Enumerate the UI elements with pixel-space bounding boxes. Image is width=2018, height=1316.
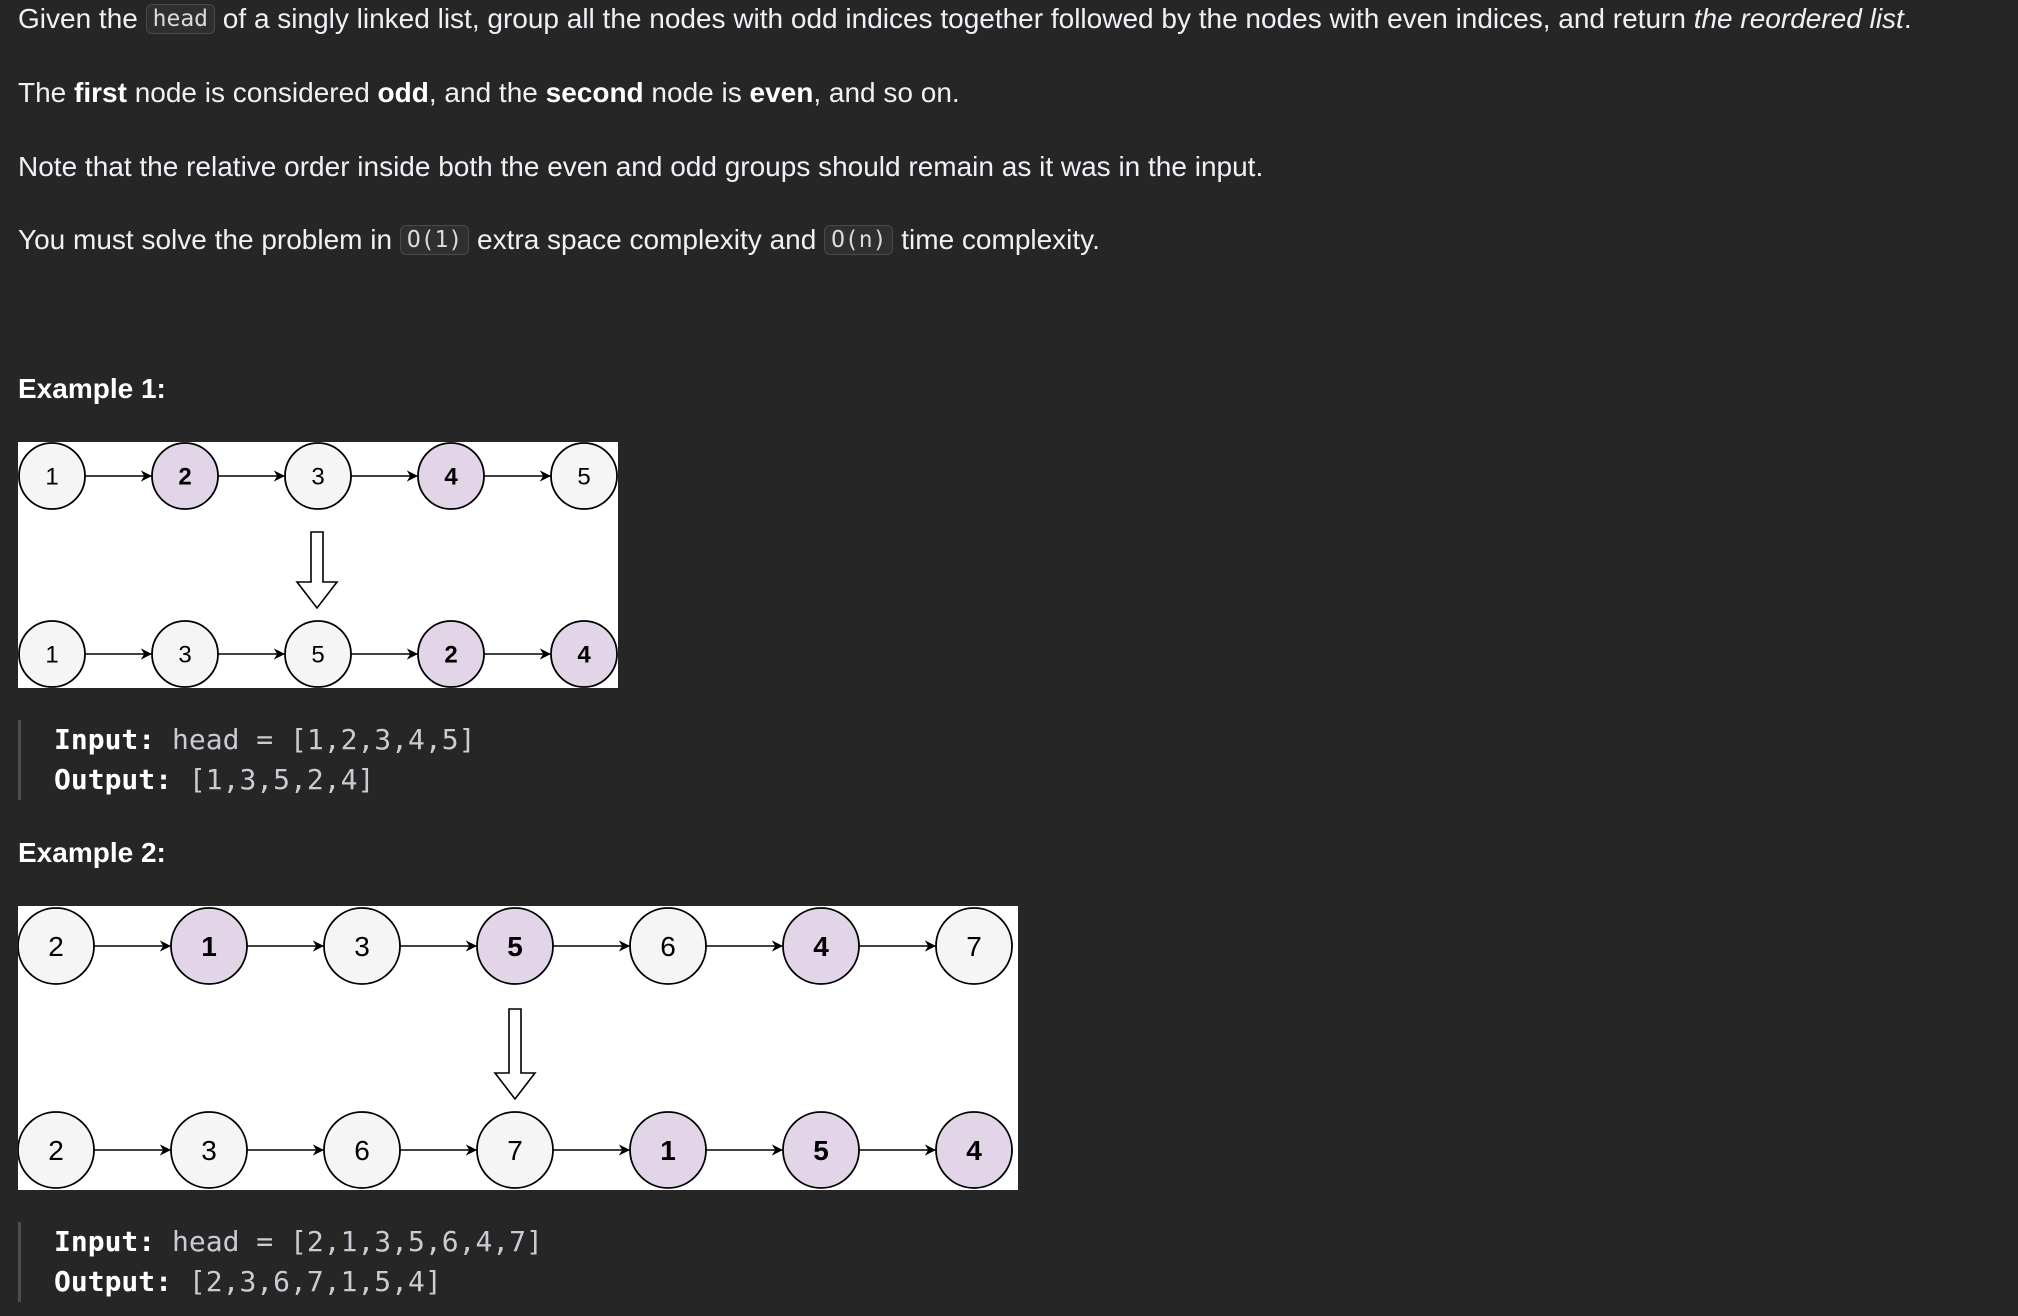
output-list-node: 5 (782, 1111, 860, 1189)
output-list-node: 2 (417, 620, 485, 688)
example-1-io: Input: head = [1,2,3,4,5] Output: [1,3,5… (18, 720, 475, 800)
node-value: 4 (966, 1135, 982, 1166)
output-list-node: 7 (476, 1111, 554, 1189)
input-list-node: 5 (550, 442, 618, 510)
output-list-node: 5 (284, 620, 352, 688)
code-time-complexity: O(n) (824, 225, 894, 255)
node-value: 5 (813, 1135, 829, 1166)
output-list-node: 3 (170, 1111, 248, 1189)
input-list-node: 3 (284, 442, 352, 510)
node-value: 1 (45, 642, 58, 669)
input-list-node: 3 (323, 907, 401, 985)
example-1-title: Example 1: (18, 373, 166, 404)
example-1-diagram: 1 2 3 4 5 1 3 5 2 4 (18, 442, 618, 688)
node-value: 1 (201, 931, 217, 962)
node-value: 2 (178, 464, 191, 491)
input-list-node: 1 (170, 907, 248, 985)
node-value: 2 (48, 1135, 64, 1166)
problem-statement: Given the head of a singly linked list, … (18, 3, 1912, 34)
example-2-io: Input: head = [2,1,3,5,6,4,7] Output: [2… (18, 1222, 543, 1302)
node-value: 4 (444, 464, 458, 491)
example-2-diagram: 2 1 3 5 6 4 7 2 3 6 7 1 5 4 (18, 906, 1018, 1190)
node-value: 3 (311, 464, 324, 491)
node-value: 6 (660, 931, 676, 962)
input-list-node: 1 (18, 442, 86, 510)
transform-arrow-icon (295, 531, 339, 610)
output-list-node: 6 (323, 1111, 401, 1189)
node-value: 7 (966, 931, 982, 962)
input-list-node: 7 (935, 907, 1013, 985)
node-value: 1 (45, 464, 58, 491)
odd-even-definition: The first node is considered odd, and th… (18, 77, 960, 108)
output-list-node: 3 (151, 620, 219, 688)
node-value: 3 (201, 1135, 217, 1166)
node-value: 1 (660, 1135, 676, 1166)
input-list-node: 6 (629, 907, 707, 985)
input-list-node: 4 (417, 442, 485, 510)
node-value: 6 (354, 1135, 370, 1166)
input-list-node: 5 (476, 907, 554, 985)
output-list-node: 1 (629, 1111, 707, 1189)
input-list-node: 4 (782, 907, 860, 985)
example-2-title: Example 2: (18, 837, 166, 868)
input-list-node: 2 (151, 442, 219, 510)
node-value: 2 (444, 642, 457, 669)
node-value: 4 (813, 931, 829, 962)
node-value: 5 (311, 642, 324, 669)
node-value: 5 (577, 464, 590, 491)
node-value: 7 (507, 1135, 523, 1166)
relative-order-note: Note that the relative order inside both… (18, 151, 1264, 182)
output-list-node: 1 (18, 620, 86, 688)
output-list-node: 4 (550, 620, 618, 688)
code-space-complexity: O(1) (399, 225, 470, 255)
complexity-requirement: You must solve the problem in O(1) extra… (18, 224, 1100, 255)
input-list-node: 2 (18, 907, 95, 985)
output-list-node: 4 (935, 1111, 1013, 1189)
output-list-node: 2 (18, 1111, 95, 1189)
node-value: 3 (178, 642, 191, 669)
node-value: 3 (354, 931, 370, 962)
code-head: head (145, 4, 216, 34)
node-value: 5 (507, 931, 523, 962)
node-value: 4 (577, 642, 591, 669)
transform-arrow-icon (493, 1008, 537, 1101)
node-value: 2 (48, 931, 64, 962)
